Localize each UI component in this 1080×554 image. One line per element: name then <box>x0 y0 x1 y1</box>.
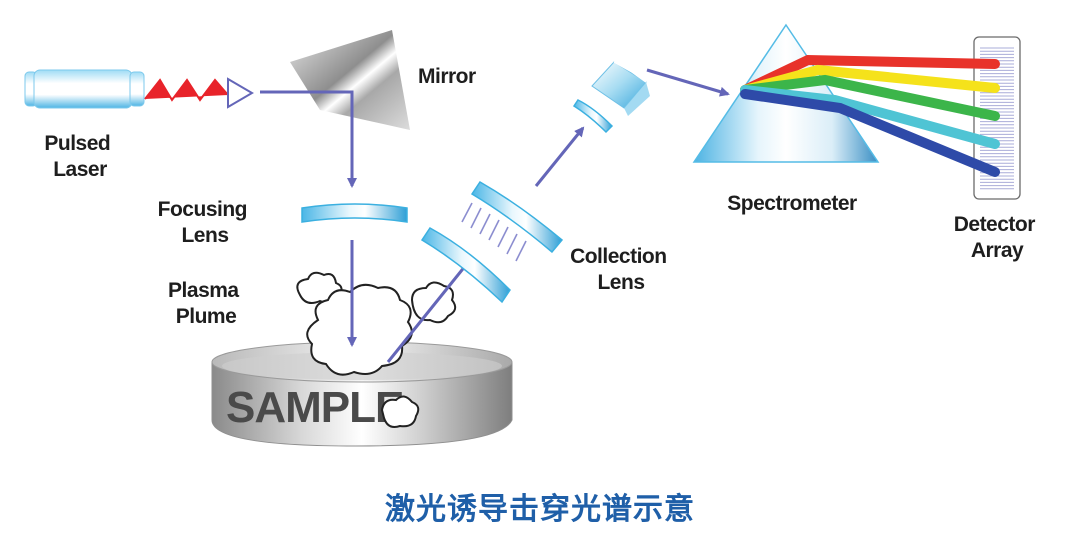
emission-beam <box>386 258 472 363</box>
collection-lens <box>420 180 564 304</box>
coupling-lens <box>572 99 614 134</box>
mirror-label: Mirror <box>418 65 476 88</box>
collected-beam <box>534 126 585 187</box>
pulsed-laser <box>24 69 145 109</box>
spectrum-band-cyan <box>740 85 1000 149</box>
laser-pulse-wave <box>144 77 254 109</box>
spectrum-band-green <box>740 74 1000 121</box>
optical-cube <box>591 61 650 116</box>
plasma-plume-label: Plasma Plume <box>168 279 244 328</box>
laser-beam-path <box>260 90 357 188</box>
focusing-lens <box>301 203 408 223</box>
spectrum-band-blue <box>740 89 1000 177</box>
focusing-lens-label: Focusing Lens <box>158 198 253 247</box>
collection-lens-label: Collection Lens <box>570 245 672 294</box>
mirror <box>290 30 410 130</box>
spectrum-beams <box>740 54 1000 177</box>
pulsed-laser-label: Pulsed Laser <box>44 132 115 181</box>
sample-label: SAMPLE <box>226 383 403 432</box>
spectrometer-label: Spectrometer <box>727 192 857 215</box>
diagram-title: 激光诱导击穿光谱示意 <box>385 492 695 527</box>
spectrometer-input-beam <box>646 68 730 97</box>
detector-array-label: Detector Array <box>954 213 1041 262</box>
